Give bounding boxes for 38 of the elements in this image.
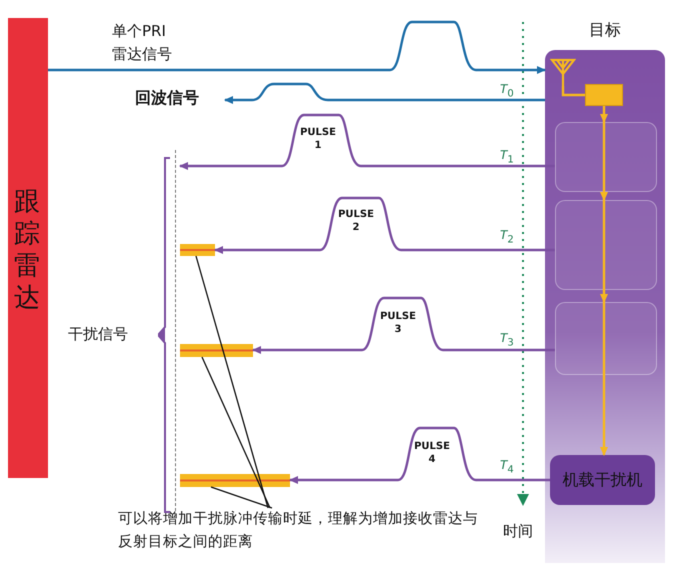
- target-heading: 目标: [588, 20, 622, 41]
- time-mark: T$_{4}$: [500, 458, 514, 476]
- leader-line: [210, 486, 272, 509]
- jammer-module: [585, 84, 623, 106]
- pulse-label: PULSE 4: [413, 440, 451, 466]
- signal-line: [600, 122, 608, 201]
- signal-line: [224, 82, 545, 104]
- signal-line: [600, 302, 608, 456]
- slot-box: [555, 200, 657, 290]
- delay-bar: [180, 244, 215, 256]
- signal-line: [48, 20, 546, 74]
- signal-line: [289, 426, 550, 484]
- slot-box: [555, 122, 657, 192]
- echo-signal-text: 回波信号: [135, 86, 225, 110]
- signal-line: [562, 86, 585, 96]
- signal-line: [214, 196, 555, 254]
- pulse-label: PULSE 1: [299, 126, 337, 152]
- time-axis-label: 时间: [503, 522, 533, 541]
- signal-line: [252, 296, 555, 354]
- pulse-label: PULSE 3: [379, 310, 417, 336]
- signal-label: 单个PRI 雷达信号: [112, 21, 173, 65]
- slot-box: [555, 302, 657, 375]
- leader-line: [195, 256, 269, 508]
- pulse-label: PULSE 2: [337, 208, 375, 234]
- jamming-signal-label: 干扰信号: [68, 325, 128, 344]
- time-mark: T$_{3}$: [500, 331, 514, 348]
- signal-line: [600, 106, 608, 123]
- signal-line: [600, 200, 608, 303]
- delay-bar: [180, 474, 290, 487]
- radar-label: 跟踪雷达: [14, 186, 41, 314]
- radar-bar: [8, 18, 48, 478]
- leader-line: [201, 356, 271, 508]
- signal-line: [179, 114, 555, 170]
- time-mark: T$_{1}$: [500, 148, 514, 166]
- jammer-box: 机载干扰机: [550, 455, 655, 505]
- delay-bar: [180, 344, 253, 357]
- time-mark: T$_{0}$: [500, 82, 514, 100]
- time-mark: T$_{2}$: [500, 228, 514, 246]
